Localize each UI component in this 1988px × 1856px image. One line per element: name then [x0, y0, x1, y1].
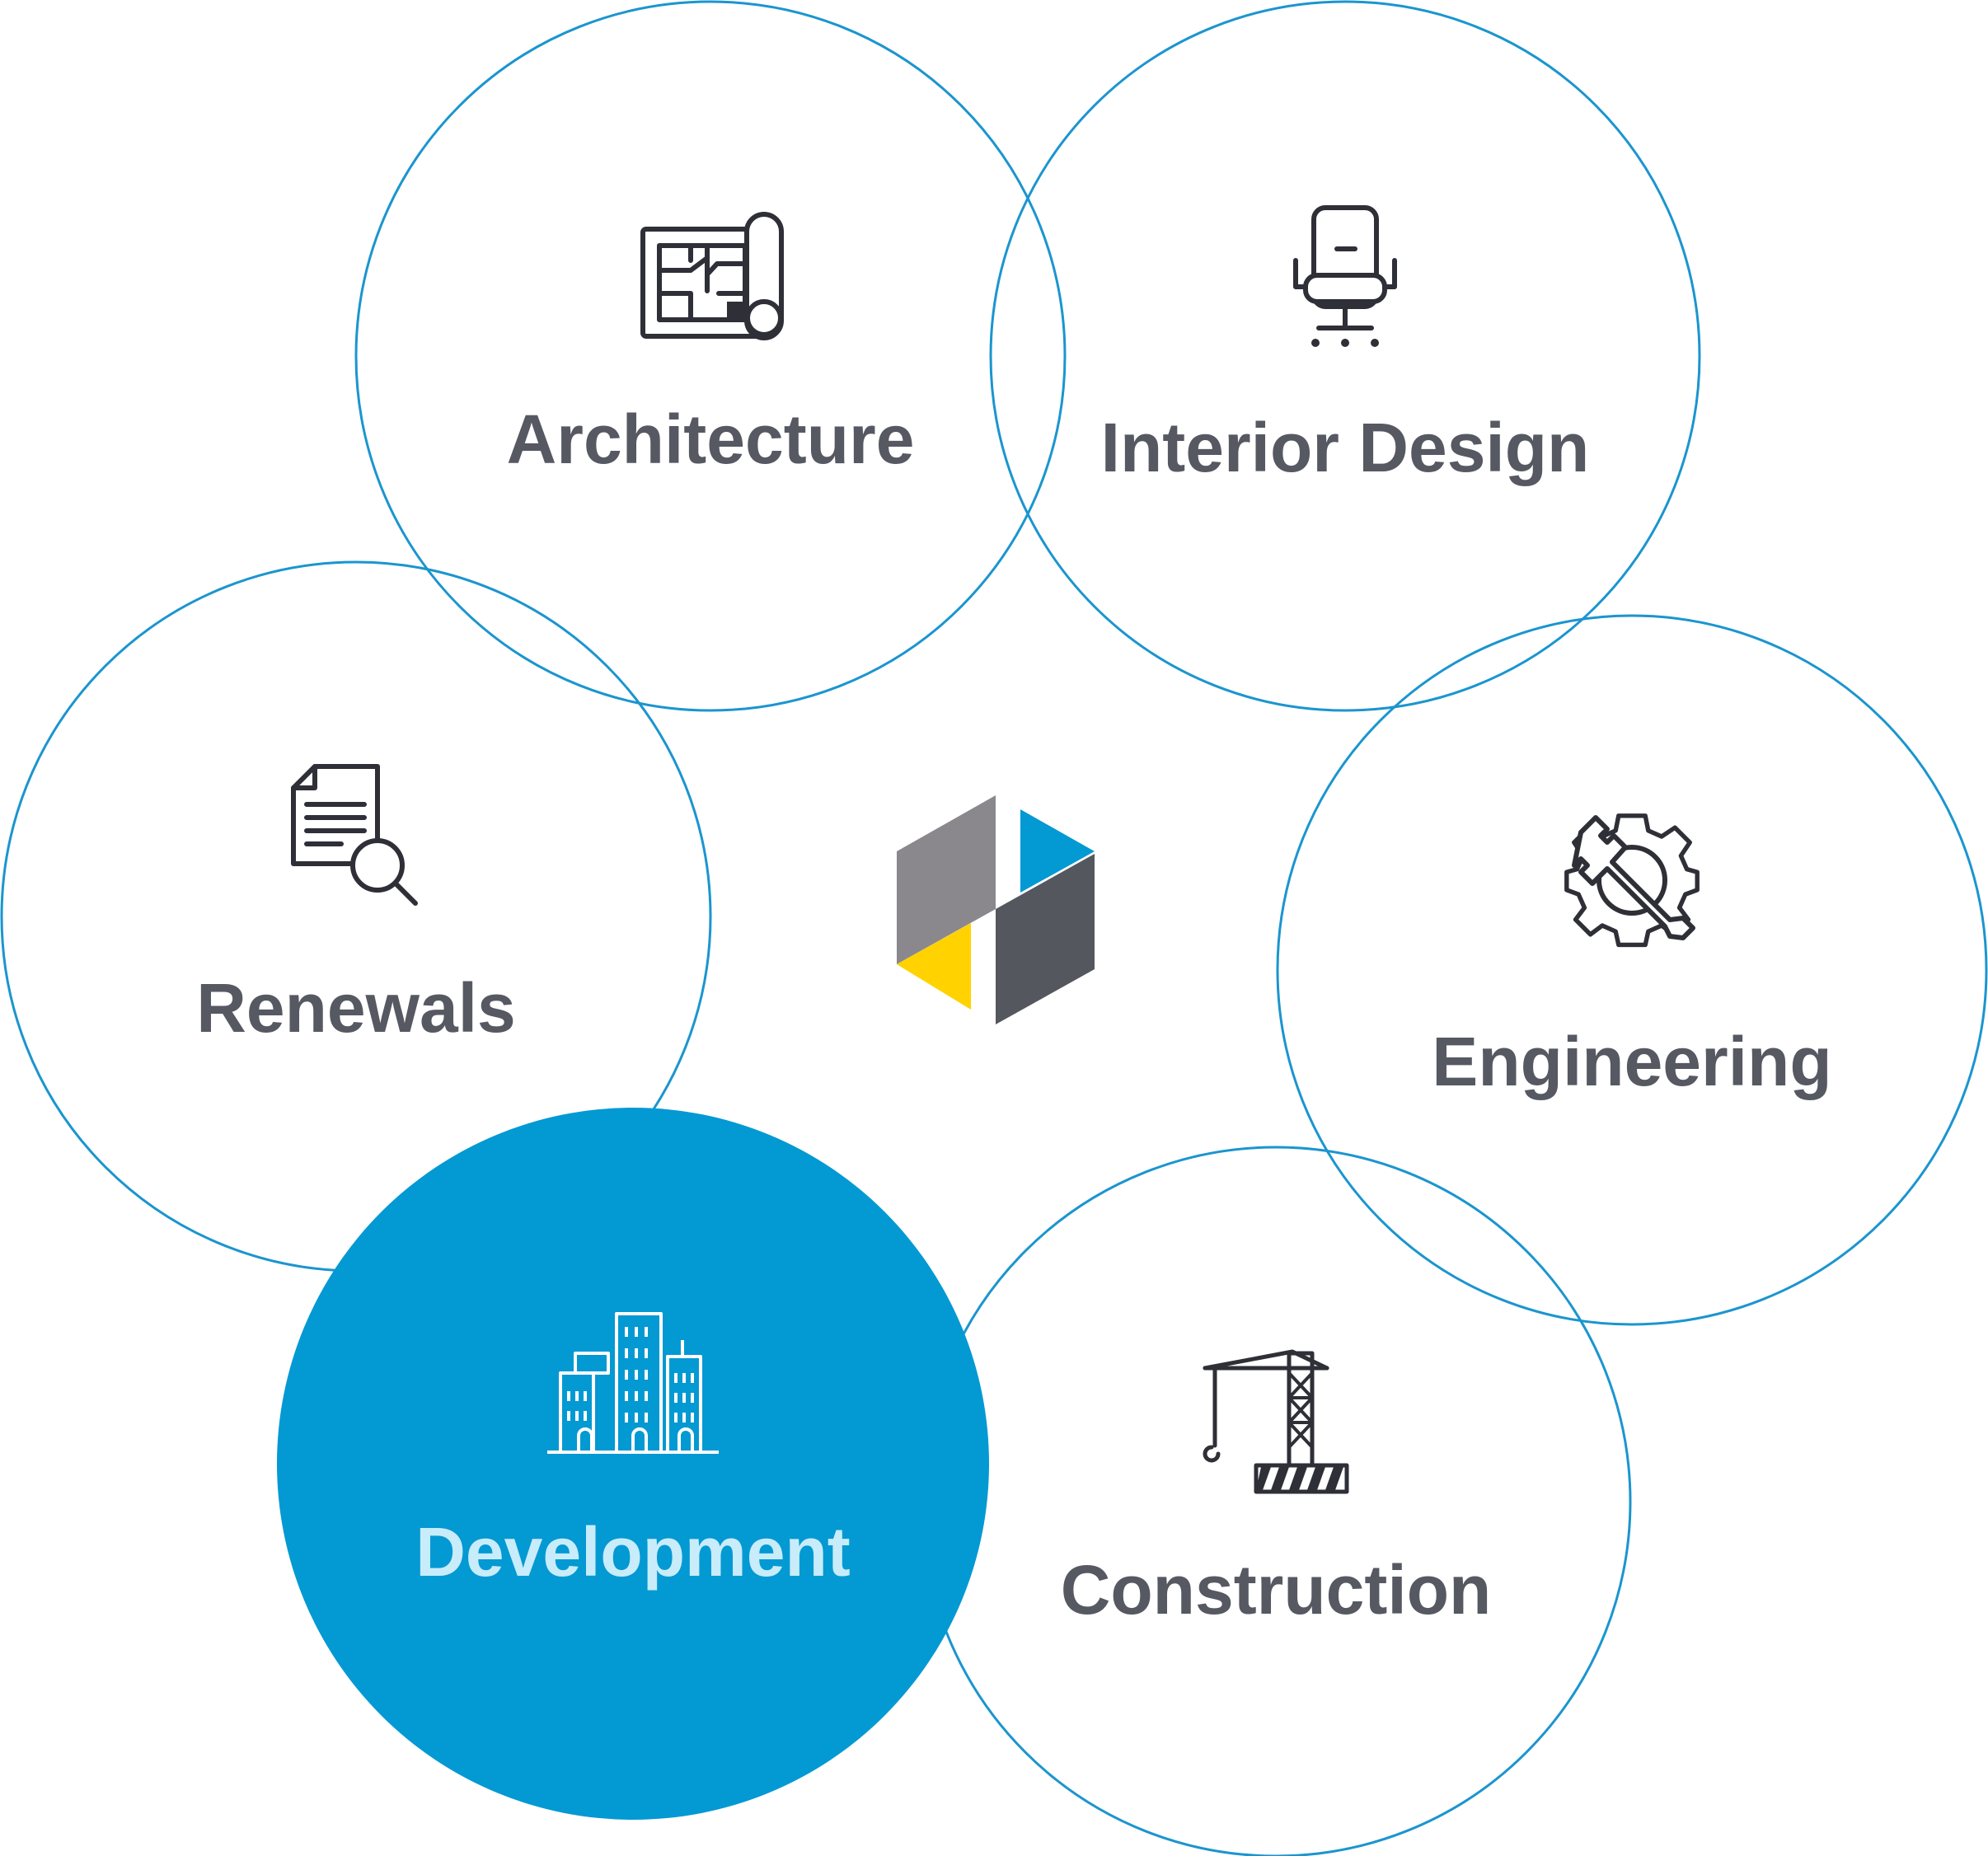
- engineering-label: Engineering: [1432, 1023, 1831, 1100]
- crane-icon: [1203, 1349, 1349, 1494]
- construction-label: Construction: [1061, 1551, 1492, 1629]
- hexagon-logo-icon: [897, 795, 1095, 1024]
- gear-wrench-icon: [1564, 813, 1700, 948]
- document-search-icon: [291, 764, 418, 906]
- office-chair-icon: [1293, 205, 1397, 347]
- city-buildings-icon: [547, 1312, 719, 1454]
- architecture-circle[interactable]: [354, 0, 1067, 712]
- development-label: Development: [415, 1513, 850, 1591]
- engineering-circle[interactable]: [1276, 614, 1988, 1326]
- development-circle[interactable]: [277, 1108, 989, 1820]
- construction-circle[interactable]: [920, 1146, 1632, 1856]
- interior-design-circle[interactable]: [989, 0, 1701, 712]
- renewals-label: Renewals: [196, 969, 516, 1047]
- architecture-label: Architecture: [507, 401, 915, 478]
- interior-design-label: Interior Design: [1101, 409, 1590, 486]
- blueprint-icon: [640, 212, 784, 340]
